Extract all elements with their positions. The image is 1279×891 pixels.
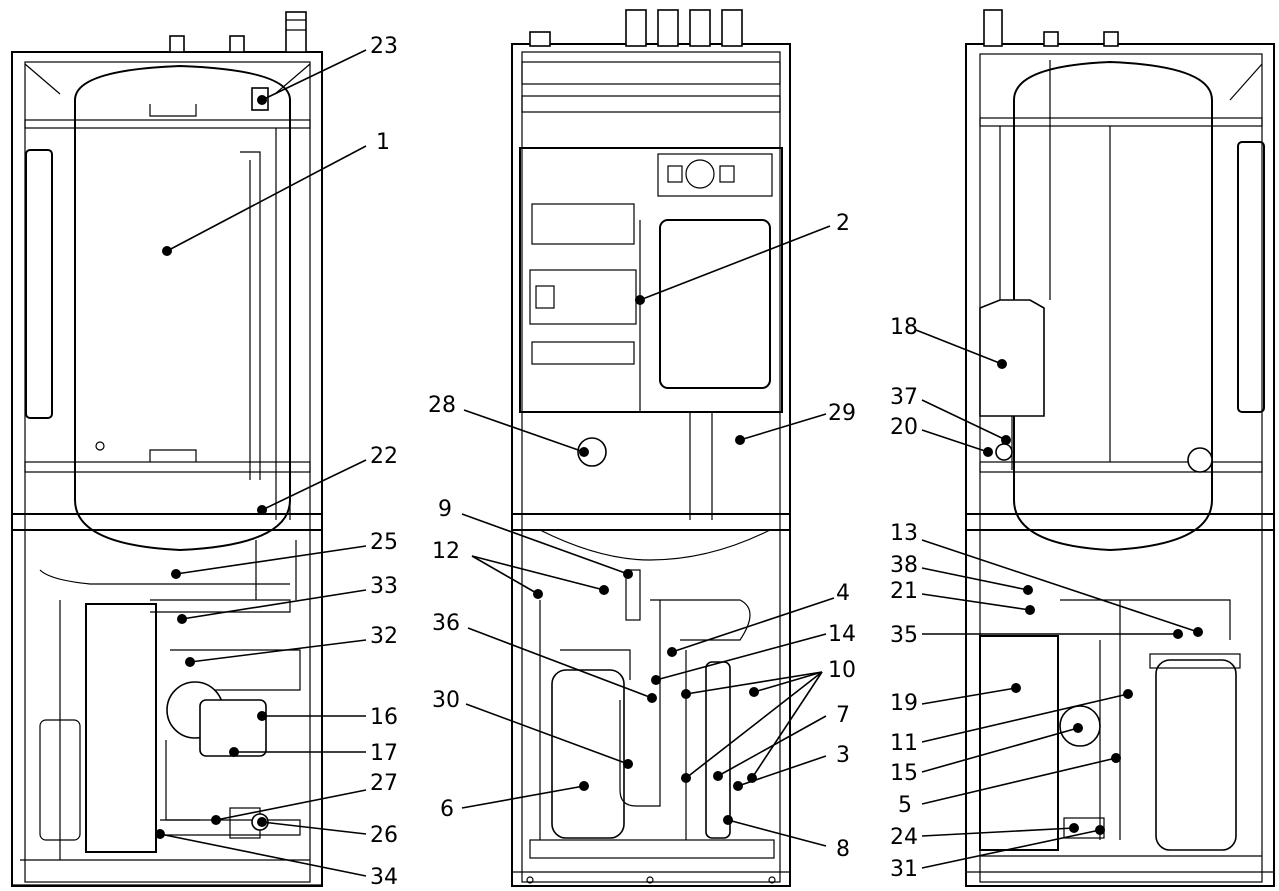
callout-3: 3 (836, 743, 850, 768)
right-view (965, 9, 1275, 887)
callout-21: 21 (890, 579, 918, 604)
callout-38: 38 (890, 553, 918, 578)
callout-36: 36 (432, 611, 460, 636)
callout-23: 23 (370, 34, 398, 59)
callout-30: 30 (432, 688, 460, 713)
callout-labels: 23 1 22 25 33 32 16 17 27 26 34 2 28 29 … (370, 34, 918, 890)
callout-7: 7 (836, 703, 850, 728)
callout-37: 37 (890, 385, 918, 410)
left-view (11, 11, 323, 887)
callout-26: 26 (370, 823, 398, 848)
callout-33: 33 (370, 574, 398, 599)
callout-5: 5 (898, 793, 912, 818)
callout-6: 6 (440, 797, 454, 822)
callout-20: 20 (890, 415, 918, 440)
callout-1: 1 (376, 130, 390, 155)
callout-18: 18 (890, 315, 918, 340)
callout-leaders (155, 49, 1203, 877)
middle-view (511, 9, 791, 887)
callout-35: 35 (890, 623, 918, 648)
callout-17: 17 (370, 741, 398, 766)
callout-10: 10 (828, 658, 856, 683)
callout-34: 34 (370, 865, 398, 890)
callout-28: 28 (428, 393, 456, 418)
callout-4: 4 (836, 581, 850, 606)
callout-32: 32 (370, 624, 398, 649)
callout-22: 22 (370, 444, 398, 469)
callout-27: 27 (370, 771, 398, 796)
callout-8: 8 (836, 837, 850, 862)
callout-25: 25 (370, 530, 398, 555)
callout-29: 29 (828, 401, 856, 426)
callout-24: 24 (890, 825, 918, 850)
callout-11: 11 (890, 731, 918, 756)
callout-13: 13 (890, 521, 918, 546)
callout-2: 2 (836, 211, 850, 236)
callout-9: 9 (438, 497, 452, 522)
callout-12: 12 (432, 539, 460, 564)
callout-31: 31 (890, 857, 918, 882)
callout-15: 15 (890, 761, 918, 786)
callout-14: 14 (828, 622, 856, 647)
callout-16: 16 (370, 705, 398, 730)
callout-19: 19 (890, 691, 918, 716)
